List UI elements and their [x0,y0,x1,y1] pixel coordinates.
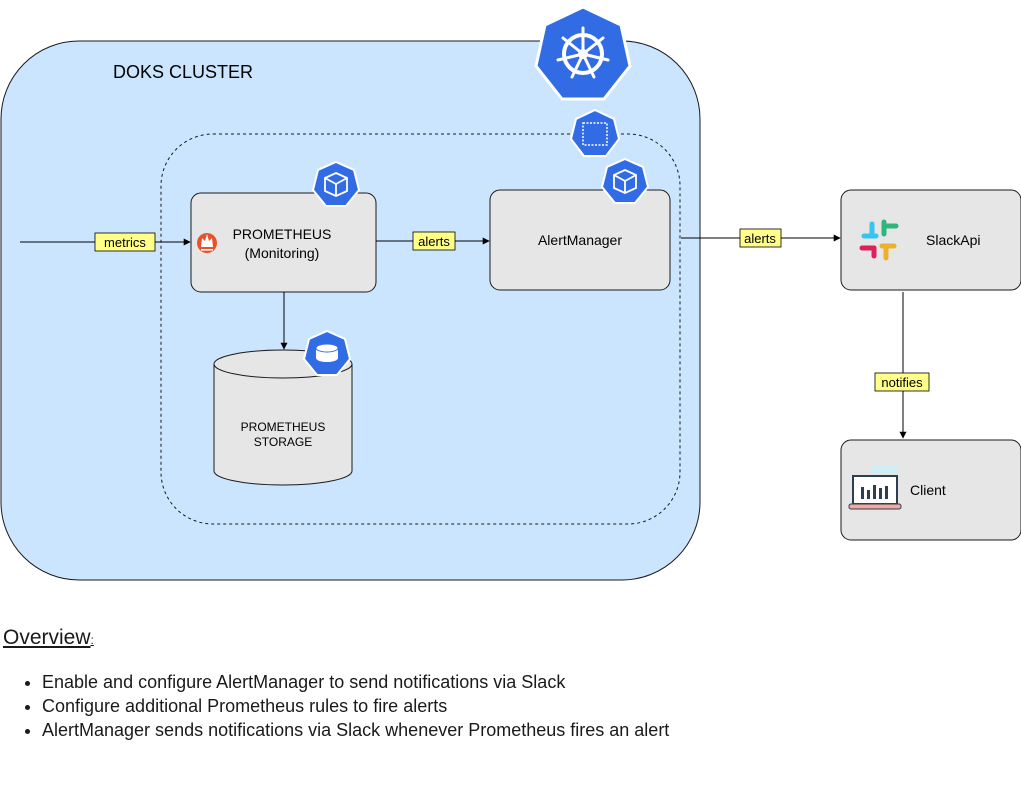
alertmanager-to-slack-label: alerts [744,231,776,246]
overview-item: Configure additional Prometheus rules to… [42,694,702,718]
client-monitor-icon [848,466,902,510]
alertmanager-node[interactable] [489,189,671,291]
storage-label-line1: PROMETHEUS [241,420,326,434]
namespace-icon [569,108,621,157]
slackapi-label: SlackApi [926,232,980,248]
architecture-diagram: DOKS CLUSTER PROMETHEUS (Monitoring) [0,5,1021,581]
prometheus-subtitle: (Monitoring) [245,245,320,261]
prometheus-to-alertmanager-label: alerts [418,234,450,249]
overview-section: Overview: Enable and configure AlertMana… [3,626,723,742]
pod-icon [600,157,650,204]
prometheus-icon [197,233,217,253]
doks-cluster-container [0,40,701,581]
overview-item: AlertManager sends notifications via Sla… [42,718,702,742]
client-label: Client [910,482,946,498]
slack-icon [859,219,899,261]
pod-icon [311,160,361,207]
overview-heading: Overview: [3,626,94,649]
kubernetes-helm-icon [534,5,632,101]
storage-label-line2: STORAGE [254,435,312,449]
alertmanager-label: AlertManager [538,232,622,248]
overview-list: Enable and configure AlertManager to sen… [3,670,723,742]
metrics-edge-label: metrics [104,235,146,250]
prometheus-node[interactable] [190,192,377,293]
slack-to-client-label: notifies [881,375,923,390]
volume-icon [302,329,352,376]
overview-item: Enable and configure AlertManager to sen… [42,670,702,694]
prometheus-title: PROMETHEUS [233,226,332,242]
cluster-title: DOKS CLUSTER [113,62,253,82]
client-node[interactable] [840,439,1021,541]
slackapi-node[interactable] [840,189,1021,291]
